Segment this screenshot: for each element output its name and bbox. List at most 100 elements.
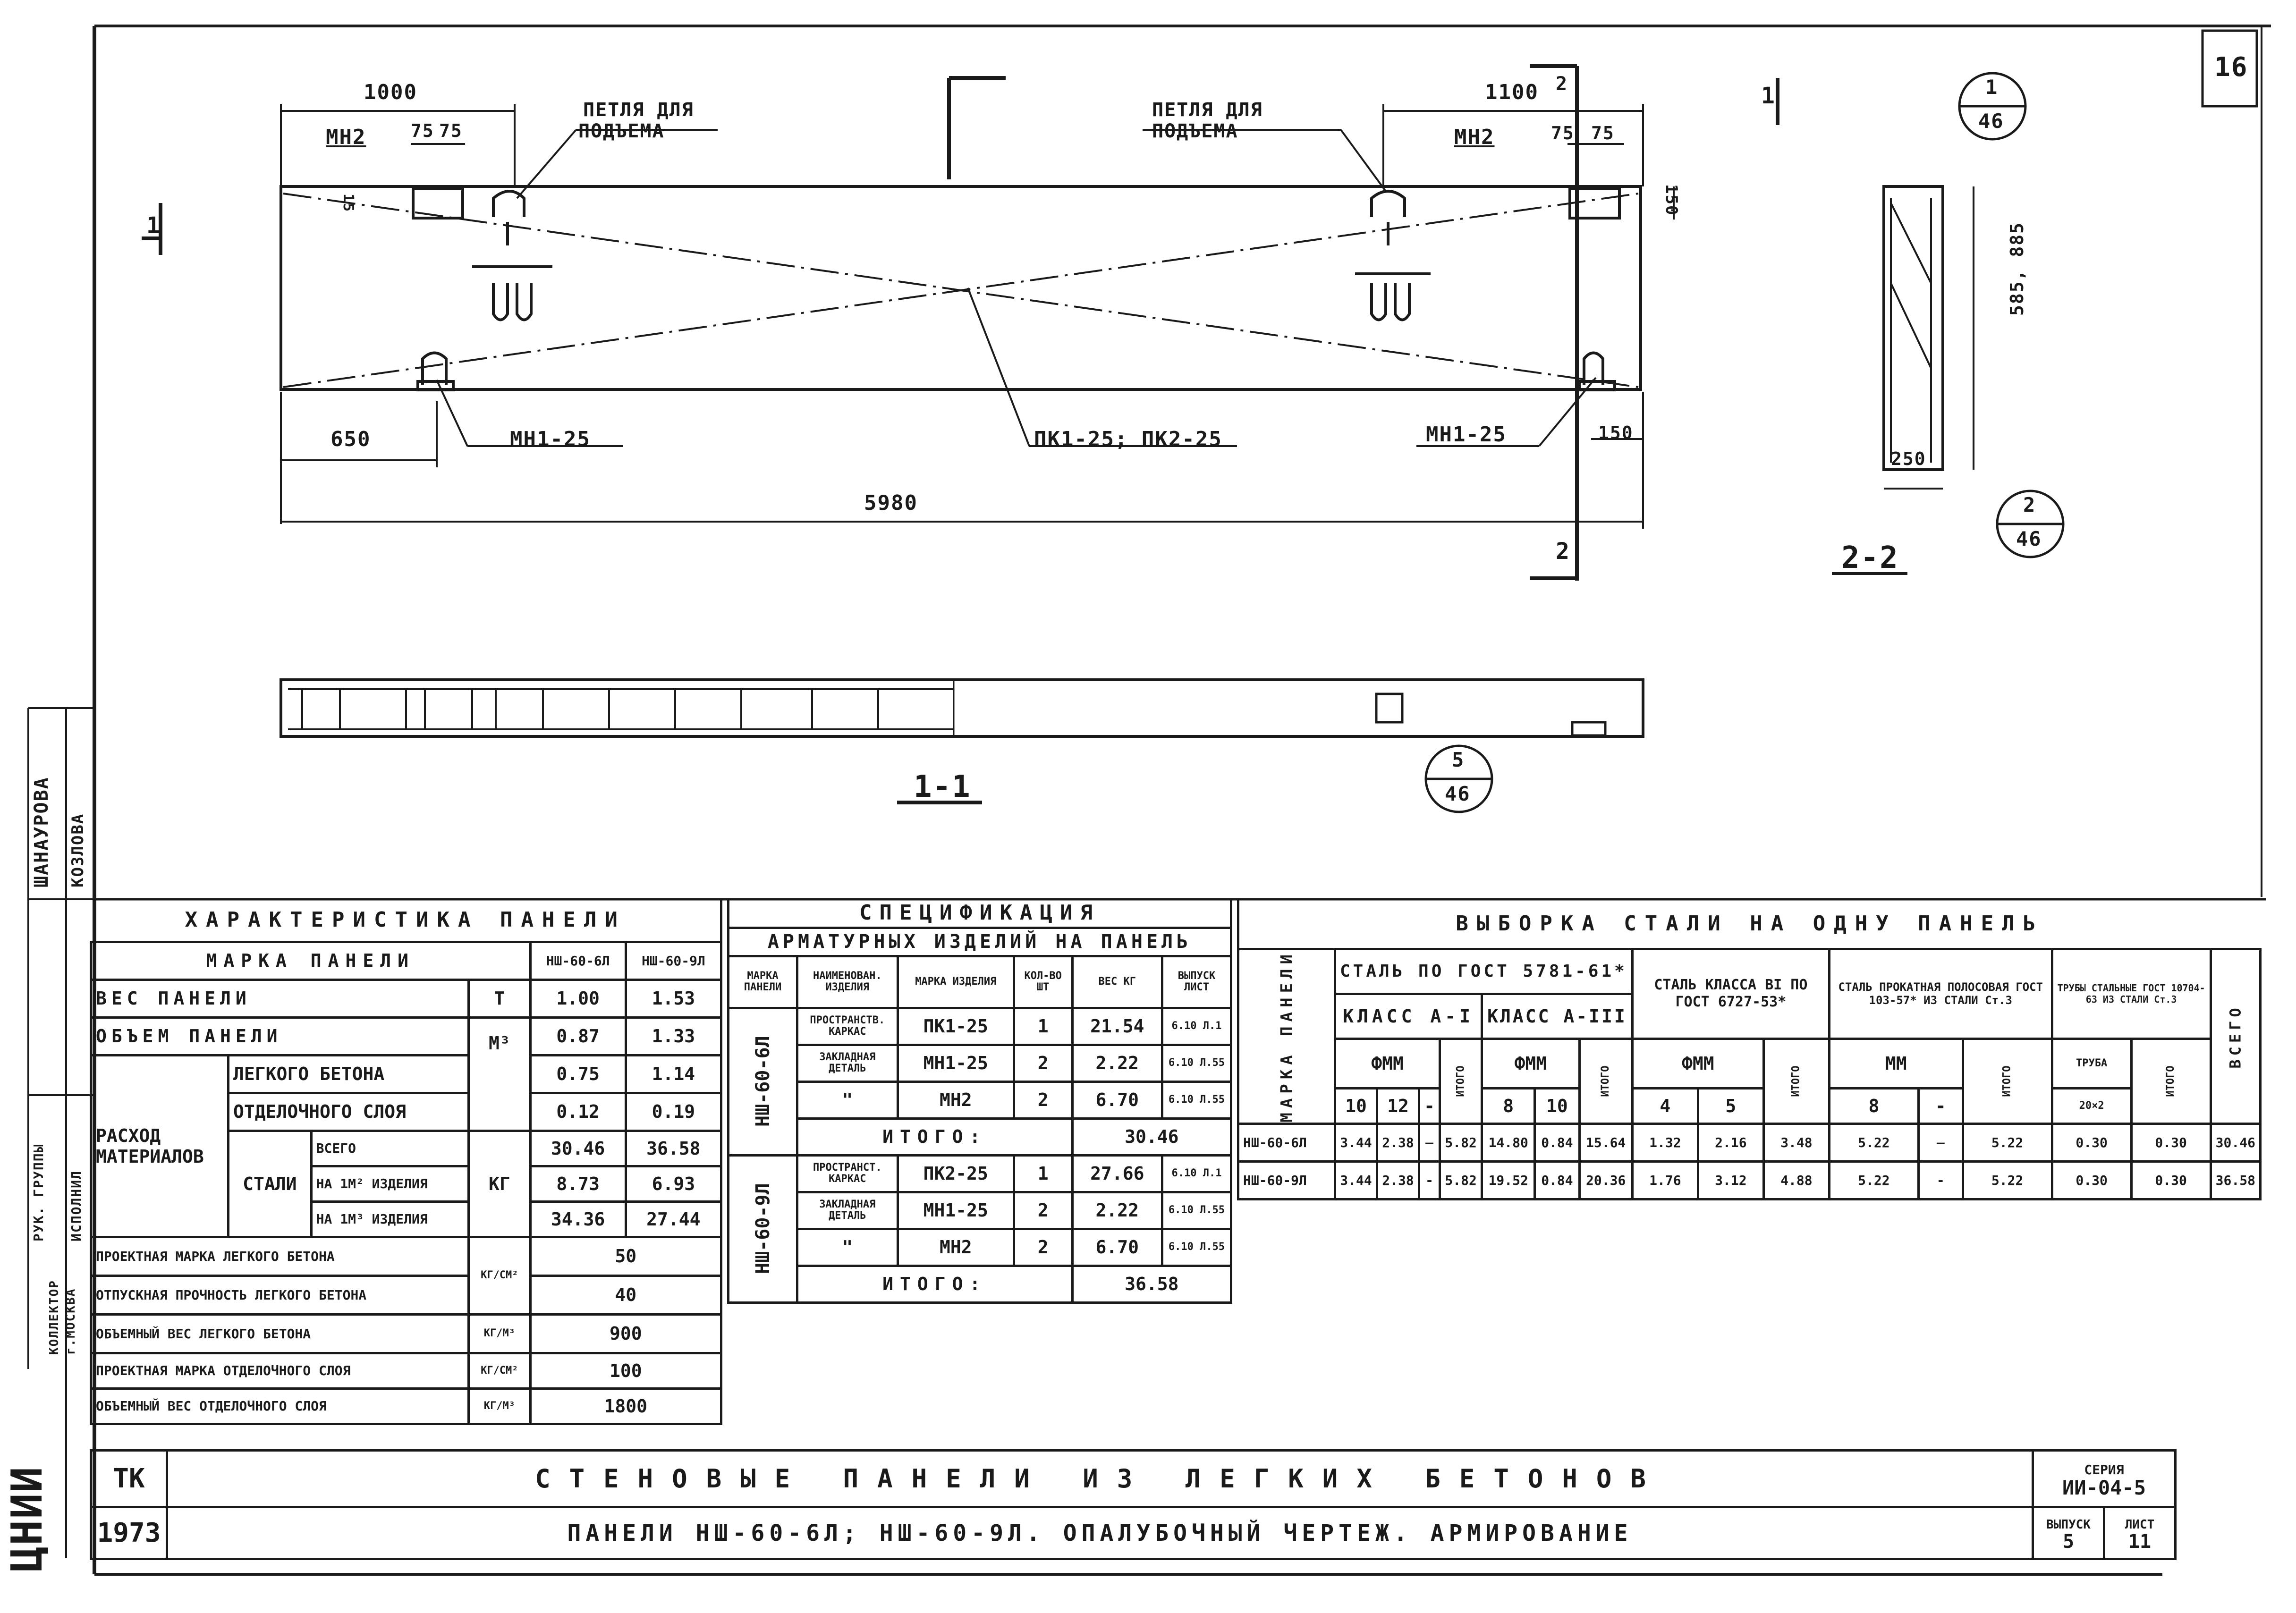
spec-row-mark: ПК1-25	[896, 1006, 1015, 1046]
callout-5-top: 5	[1452, 748, 1465, 771]
callout-1-bottom: 46	[1978, 110, 2004, 133]
steel-label: СТАЛИ	[227, 1129, 313, 1238]
steel-cell: 0.30	[2050, 1160, 2133, 1201]
sub-dash: -	[1417, 1087, 1441, 1125]
section-1-1-title: 1-1	[914, 769, 971, 804]
spec-row-name: ПРОСТРАНСТ. КАРКАС	[796, 1154, 899, 1193]
sheet-label: ЛИСТ	[2125, 1517, 2155, 1532]
spec-row-weight: 2.22	[1071, 1043, 1164, 1083]
spec-header-qty: КОЛ-ВО ШТ	[1012, 954, 1074, 1009]
spec-group-2-panel: НШ-60-9Л	[728, 1155, 797, 1302]
steel-cell: 14.80	[1481, 1123, 1536, 1163]
sheet-cell: ЛИСТ 11	[2103, 1506, 2177, 1560]
steel-group-gost: СТАЛЬ ПО ГОСТ 5781-61*	[1334, 947, 1634, 995]
finish-layer-b: 0.19	[624, 1091, 723, 1132]
spec-row-name: "	[796, 1227, 899, 1267]
steel-cell: —	[1417, 1123, 1441, 1163]
spec-row-weight: 27.66	[1071, 1154, 1164, 1193]
spec-row-mark: МН1-25	[896, 1191, 1015, 1230]
sheet-value: 11	[2128, 1530, 2152, 1553]
spec-title-1: СПЕЦИФИКАЦИЯ	[727, 899, 1232, 929]
spec-row-mark: МН2	[896, 1080, 1015, 1120]
steel-per-m3-b: 27.44	[624, 1200, 723, 1238]
side-name-1: ШАНАУРОВА	[31, 777, 52, 887]
dim-75-a: 75	[411, 120, 434, 141]
light-concrete-a: 0.75	[529, 1054, 627, 1094]
steel-per-m3-label: НА 1М³ ИЗДЕЛИЯ	[310, 1200, 470, 1238]
steel-cell: 1.76	[1631, 1160, 1699, 1201]
sub-10: 10	[1334, 1087, 1378, 1125]
spec-row-name: ПРОСТРАНСТВ. КАРКАС	[796, 1006, 899, 1046]
dim-75-d: 75	[1591, 123, 1615, 144]
spec-row-weight: 6.70	[1071, 1080, 1164, 1120]
steel-total-a: 30.46	[529, 1129, 627, 1167]
sheet-subtitle: ПАНЕЛИ НШ-60-6Л; НШ-60-9Л. ОПАЛУБОЧНЫЙ Ч…	[166, 1506, 2034, 1560]
section-mark-2-bottom: 2	[1556, 538, 1570, 565]
label-mn2-right: МН2	[1454, 125, 1495, 149]
spec-row-qty: 2	[1012, 1227, 1074, 1267]
steel-cell: 0.84	[1533, 1160, 1581, 1201]
steel-row-1-mark: НШ-60-6Л	[1237, 1123, 1336, 1163]
spec-row-ref: 6.10 Л.55	[1161, 1080, 1232, 1120]
sub-8b: 8	[1828, 1087, 1920, 1125]
spec-header-weight: ВЕС КГ	[1071, 954, 1164, 1009]
spec-row-name: ЗАКЛАДНАЯ ДЕТАЛЬ	[796, 1043, 899, 1083]
prop-3-value: 900	[529, 1313, 723, 1354]
steel-cell: 15.64	[1578, 1123, 1634, 1163]
spec-row-weight: 21.54	[1071, 1006, 1164, 1046]
sub-5: 5	[1696, 1087, 1765, 1125]
phi-mm-a1: ФММ	[1333, 1037, 1441, 1090]
callout-5-bottom: 46	[1445, 782, 1471, 805]
prop-4-value: 100	[529, 1351, 723, 1390]
steel-per-m2-a: 8.73	[529, 1165, 627, 1203]
panel-elevation	[142, 64, 1779, 581]
light-concrete-label: ЛЕГКОГО БЕТОНА	[227, 1054, 470, 1094]
steel-group-b1: СТАЛЬ КЛАССА BI ПО ГОСТ 6727-53*	[1631, 947, 1830, 1040]
steel-grand-total-header: ВСЕГО	[2211, 949, 2261, 1124]
steel-cell: -	[1417, 1160, 1441, 1201]
row-volume-unit: М³	[467, 1016, 532, 1132]
steel-total-b: 36.58	[624, 1129, 723, 1167]
pipe-header: ТРУБА	[2050, 1037, 2133, 1090]
steel-cell: -	[1917, 1160, 1964, 1201]
title-block: ТК СТЕНОВЫЕ ПАНЕЛИ ИЗ ЛЕГКИХ БЕТОНОВ СЕР…	[90, 1449, 2177, 1560]
spec-row-qty: 1	[1012, 1154, 1074, 1193]
steel-cell: 0.84	[1533, 1123, 1581, 1163]
steel-cell: —	[1917, 1123, 1964, 1163]
steel-class-a1: КЛАСС А-I	[1333, 992, 1483, 1040]
steel-cell: 5.22	[1828, 1160, 1920, 1201]
sub-12: 12	[1375, 1087, 1420, 1125]
section-mark-1-left: 1	[146, 212, 161, 239]
sub-10b: 10	[1533, 1087, 1581, 1125]
dim-250: 250	[1891, 448, 1926, 469]
steel-per-m2-b: 6.93	[624, 1165, 723, 1203]
steel-cell: 5.82	[1439, 1160, 1483, 1201]
series-value: ИИ-04-5	[2062, 1476, 2146, 1499]
section-2-2-drawing	[1882, 185, 1974, 490]
steel-row-2-mark: НШ-60-9Л	[1237, 1160, 1336, 1201]
dim-1000: 1000	[364, 80, 417, 104]
prop-2-label: ОТПУСКНАЯ ПРОЧНОСТЬ ЛЕГКОГО БЕТОНА	[89, 1274, 470, 1316]
spec-group-1-total-label: ИТОГО:	[796, 1117, 1074, 1157]
label-loop-right: ПЕТЛЯ ДЛЯ	[1152, 99, 1263, 121]
section-mark-2-top: 2	[1556, 73, 1568, 95]
sub-8: 8	[1481, 1087, 1536, 1125]
spec-row-name: ЗАКЛАДНАЯ ДЕТАЛЬ	[796, 1191, 899, 1230]
spec-group-2-total-label: ИТОГО:	[796, 1264, 1074, 1304]
steel-group-strip: СТАЛЬ ПРОКАТНАЯ ПОЛОСОВАЯ ГОСТ 103-57* И…	[1828, 947, 2053, 1040]
issue-cell: ВЫПУСК 5	[2032, 1506, 2105, 1560]
prop-3-unit: КГ/М³	[467, 1313, 532, 1354]
prop-2-value: 40	[529, 1274, 723, 1316]
steel-cell: 0.30	[2050, 1123, 2133, 1163]
steel-cell: 5.22	[1961, 1160, 2053, 1201]
spec-row-name: "	[796, 1080, 899, 1120]
steel-group-pipe: ТРУБЫ СТАЛЬНЫЕ ГОСТ 10704-63 ИЗ СТАЛИ Ст…	[2050, 947, 2212, 1040]
spec-row-weight: 2.22	[1071, 1191, 1164, 1230]
issue-value: 5	[2062, 1530, 2075, 1553]
spec-header-panel: МАРКА ПАНЕЛИ	[727, 954, 798, 1009]
total-a1-header: ИТОГО	[1440, 1039, 1482, 1124]
label-mn1-right: МН1-25	[1426, 422, 1507, 447]
total-a3-header: ИТОГО	[1579, 1039, 1633, 1124]
steel-cell: 0.30	[2130, 1123, 2212, 1163]
